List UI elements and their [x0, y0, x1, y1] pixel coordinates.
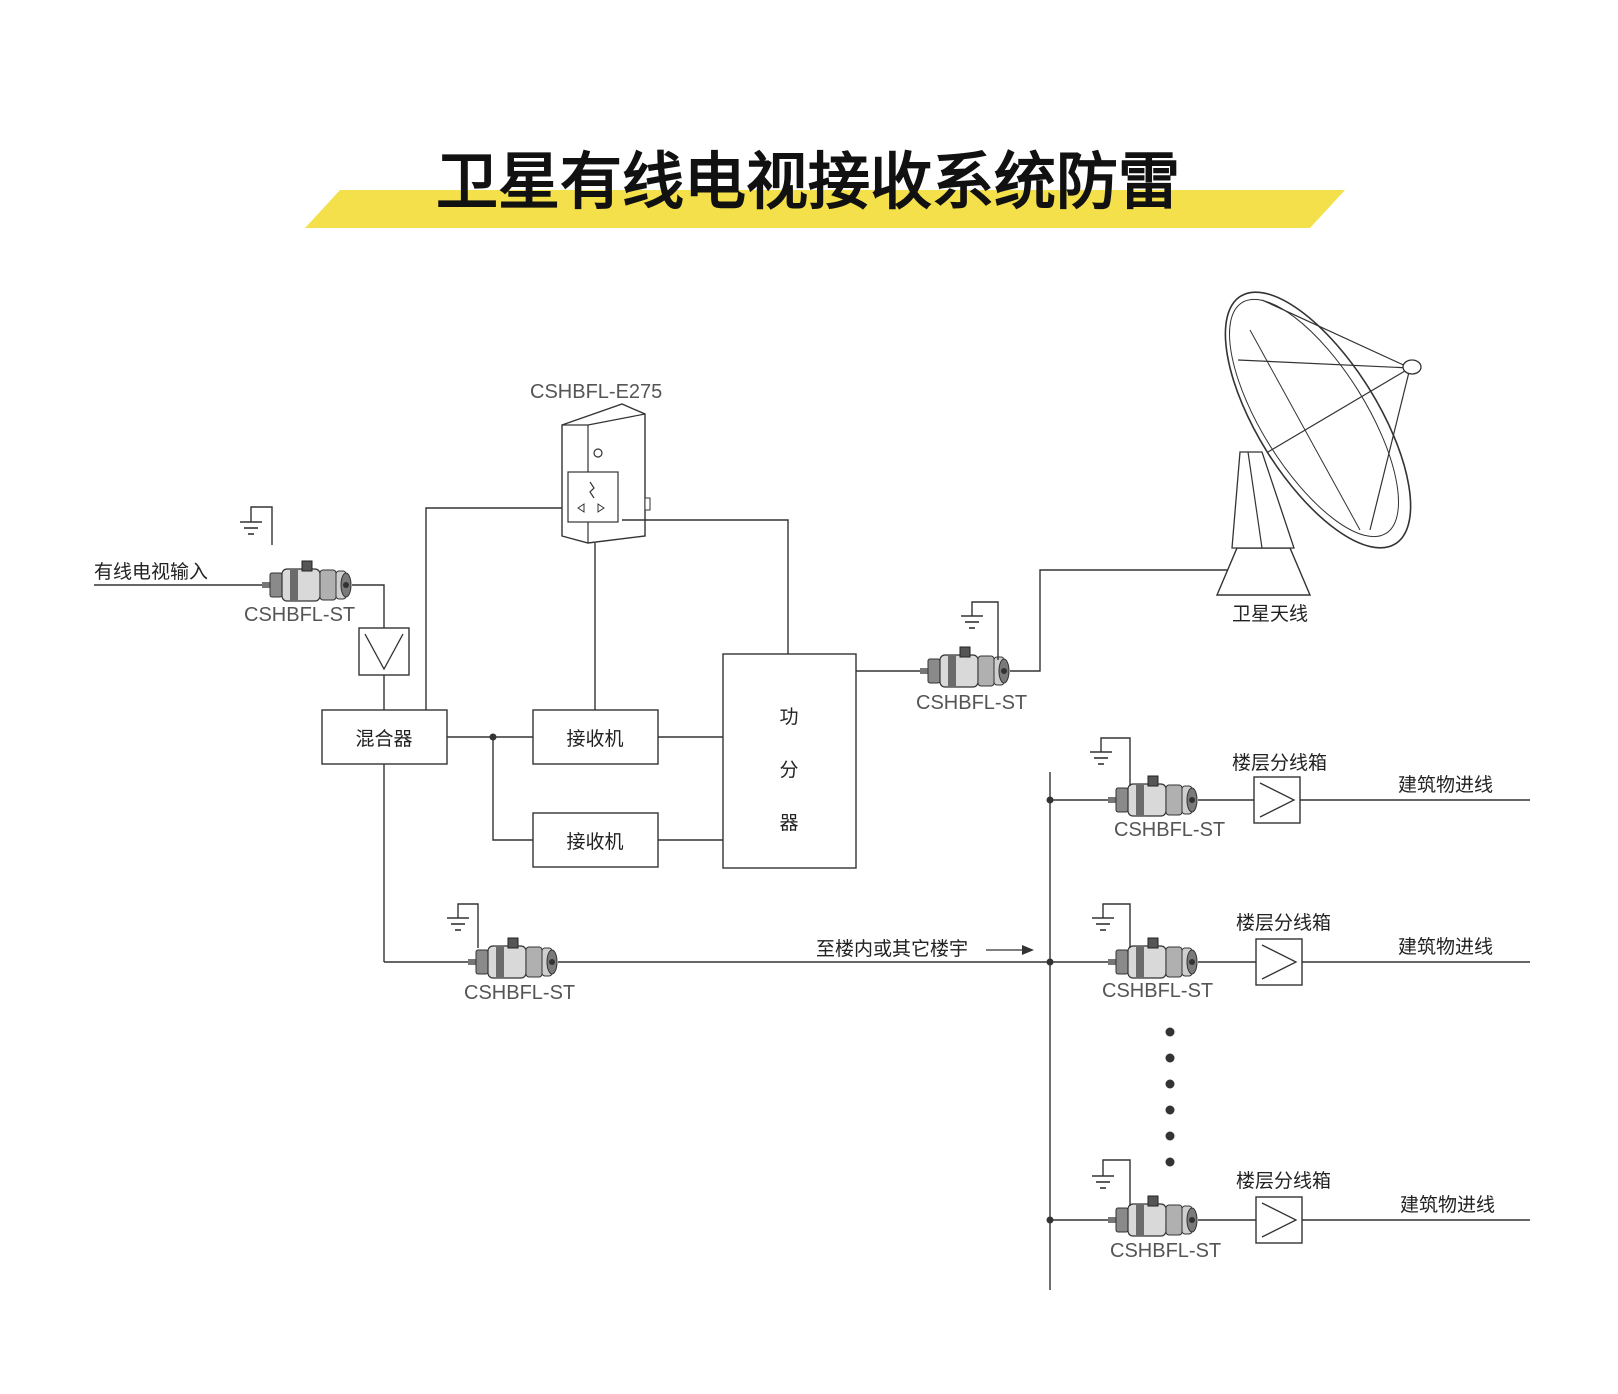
ground-icon: [960, 615, 984, 629]
floor-box-amplifier: [1255, 1196, 1303, 1244]
receiver-label: 接收机: [566, 728, 623, 750]
receiver-box: [532, 709, 659, 765]
floor-box-amplifier: [1255, 938, 1303, 986]
power-divider-label-2: 分: [779, 759, 798, 781]
floor-box-amplifier: [1253, 776, 1301, 824]
building-entry-label: 建筑物进线: [1398, 936, 1493, 958]
model-label: CSHBFL-ST: [1114, 819, 1225, 841]
coax-surge-protector-icon: [919, 646, 1010, 688]
ground-icon: [1091, 1175, 1115, 1189]
power-wire: [425, 507, 562, 710]
satellite-antenna-label: 卫星天线: [1232, 603, 1308, 625]
wire: [1010, 569, 1238, 672]
power-divider-box: [722, 653, 857, 869]
continuation-dots: [1165, 1027, 1175, 1167]
model-label: CSHBFL-ST: [916, 692, 1027, 714]
arrow-icon: [986, 945, 1034, 955]
model-label: CSHBFL-ST: [244, 604, 355, 626]
floor-box-label: 楼层分线箱: [1232, 752, 1327, 774]
building-entry-label: 建筑物进线: [1398, 774, 1493, 796]
ground-icon: [1091, 917, 1115, 931]
socket-surge-protector-icon: [561, 403, 651, 544]
ground-lead: [457, 903, 479, 948]
to-other-buildings-label: 至楼内或其它楼宇: [816, 938, 968, 960]
power-divider-label-1: 功: [779, 706, 798, 728]
input-amplifier: [358, 627, 410, 676]
title-banner: [305, 190, 1345, 228]
wire: [492, 737, 533, 841]
coax-surge-protector-icon: [467, 937, 558, 979]
coax-surge-protector-icon: [1107, 937, 1198, 979]
coax-surge-protector-icon: [1107, 775, 1198, 817]
socket-protector-model: CSHBFL-E275: [530, 381, 662, 403]
ground-lead: [1102, 903, 1131, 948]
page-title: 卫星有线电视接收系统防雷: [436, 145, 1180, 218]
ground-lead: [1102, 1159, 1131, 1206]
wire: [352, 584, 385, 628]
model-label: CSHBFL-ST: [464, 982, 575, 1004]
model-label: CSHBFL-ST: [1102, 980, 1213, 1002]
model-label: CSHBFL-ST: [1110, 1240, 1221, 1262]
power-wire: [622, 519, 789, 654]
ground-lead: [971, 601, 999, 660]
coax-surge-protector-icon: [261, 560, 352, 602]
floor-box-label: 楼层分线箱: [1236, 912, 1331, 934]
receiver-label: 接收机: [566, 831, 623, 853]
ground-lead: [250, 506, 273, 545]
receiver-box: [532, 812, 659, 868]
cable-tv-input-label: 有线电视输入: [94, 561, 208, 583]
ground-icon: [239, 521, 263, 535]
power-divider-label-3: 器: [779, 812, 798, 834]
ground-lead: [1100, 737, 1131, 786]
ground-icon: [1089, 751, 1113, 765]
amplifier-triangle-icon: [364, 633, 404, 671]
coax-surge-protector-icon: [1107, 1195, 1198, 1237]
satellite-dish-icon: [1215, 291, 1422, 596]
building-entry-label: 建筑物进线: [1400, 1194, 1495, 1216]
mixer-label: 混合器: [355, 728, 412, 750]
ground-icon: [446, 917, 470, 931]
floor-box-label: 楼层分线箱: [1236, 1170, 1331, 1192]
